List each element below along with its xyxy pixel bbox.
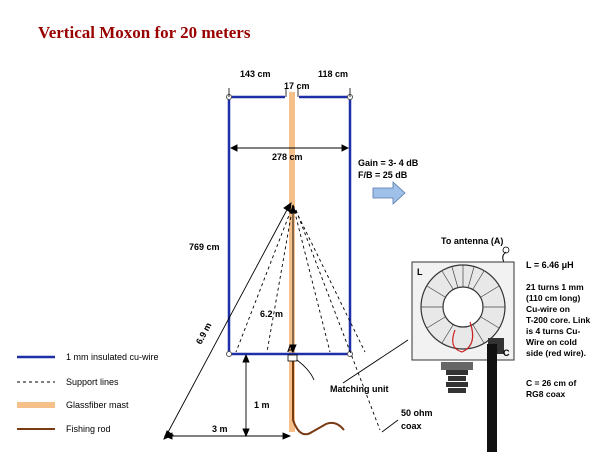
- inductor-label: L: [417, 267, 423, 277]
- coax-stub: [487, 344, 497, 452]
- svg-text:Wire on cold: Wire on cold: [526, 337, 577, 347]
- ground-dimension: [163, 432, 292, 440]
- legend-label-rod: Fishing rod: [66, 424, 111, 434]
- inner-height-dimension: [289, 204, 297, 354]
- svg-text:C = 26 cm of: C = 26 cm of: [526, 378, 576, 388]
- direction-arrow: [372, 181, 406, 205]
- legend-label-mast: Glassfiber mast: [66, 400, 129, 410]
- capacitor-description: C = 26 cm of RG8 coax: [526, 378, 576, 399]
- link-winding: [452, 321, 474, 353]
- matching-unit-label: Matching unit: [330, 384, 389, 394]
- left-span-label: 143 cm: [240, 69, 271, 79]
- svg-text:side (red wire).: side (red wire).: [526, 348, 586, 358]
- svg-text:T-200 core. Link: T-200 core. Link: [526, 315, 591, 325]
- width-label: 278 cm: [272, 152, 303, 162]
- gap-label: 17 cm: [284, 81, 310, 91]
- svg-text:(110 cm long): (110 cm long): [526, 293, 580, 303]
- capacitor-label: C: [503, 348, 510, 358]
- fb-label: F/B = 25 dB: [358, 170, 408, 180]
- feed-lead: [296, 359, 315, 381]
- to-antenna-label: To antenna (A): [441, 236, 503, 246]
- svg-text:RG8 coax: RG8 coax: [526, 389, 565, 399]
- feedpoint-label: A: [287, 344, 294, 354]
- guy-length-label: 6.9 m: [194, 321, 214, 346]
- matching-unit-drawing: To antenna (A) L C: [411, 236, 515, 452]
- right-span-label: 118 cm: [318, 69, 348, 79]
- coax-pointer: [381, 419, 399, 433]
- clearance-label: 1 m: [254, 400, 270, 410]
- legend: 1 mm insulated cu-wire Support lines Gla…: [17, 352, 159, 434]
- feedpoint-box: [287, 354, 298, 362]
- matching-unit-pointer: [342, 339, 409, 384]
- coax-label-1: 50 ohm: [401, 408, 433, 418]
- width-dimension: [229, 144, 350, 152]
- support-lines: [235, 204, 381, 431]
- legend-label-wire: 1 mm insulated cu-wire: [66, 352, 159, 362]
- gain-label: Gain = 3- 4 dB: [358, 158, 419, 168]
- guy-dimension: [163, 202, 292, 440]
- clearance-dimension: [242, 353, 250, 438]
- fishing-rod: [292, 360, 345, 436]
- legend-label-support: Support lines: [66, 377, 119, 387]
- glassfiber-mast: [289, 92, 295, 432]
- inner-height-label: 6.2 m: [260, 309, 283, 319]
- coax-label-2: coax: [401, 421, 422, 431]
- coil-description: 21 turns 1 mm (110 cm long) Cu-wire on T…: [526, 282, 591, 358]
- page-title: Vertical Moxon for 20 meters: [38, 23, 251, 42]
- svg-text:21 turns 1 mm: 21 turns 1 mm: [526, 282, 584, 292]
- svg-text:Cu-wire on: Cu-wire on: [526, 304, 570, 314]
- top-dimension-lines: [228, 88, 351, 97]
- height-label: 769 cm: [189, 242, 220, 252]
- inductance-label: L = 6.46 μH: [526, 260, 574, 270]
- svg-text:is 4 turns Cu-: is 4 turns Cu-: [526, 326, 580, 336]
- antenna-wire: [227, 95, 352, 356]
- ground-distance-label: 3 m: [212, 424, 228, 434]
